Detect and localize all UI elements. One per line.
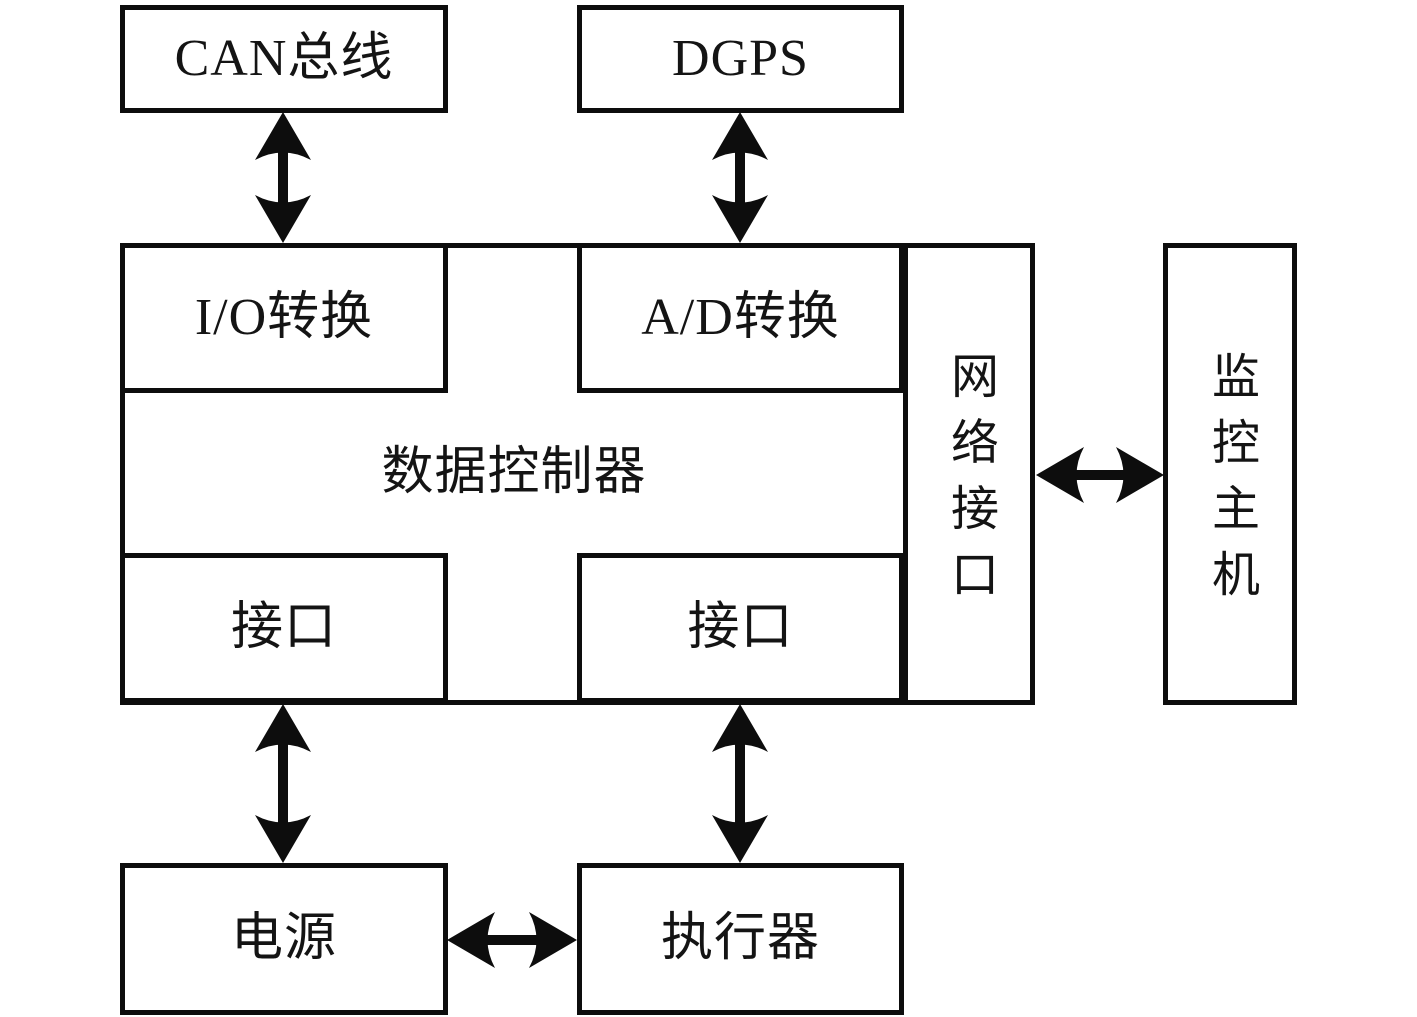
node-io-conversion-label: I/O转换	[194, 289, 374, 346]
node-dgps-label: DGPS	[672, 30, 809, 87]
node-actuator-label: 执行器	[660, 910, 820, 967]
node-power-supply-label: 电源	[230, 910, 337, 967]
node-can-bus: CAN总线	[120, 5, 448, 113]
arrow-can-bus-io-conversion	[255, 112, 311, 243]
node-data-controller-label: 数据控制器	[381, 444, 647, 501]
node-power-supply: 电源	[120, 863, 448, 1015]
node-monitor-host-label: 监控主机	[1204, 351, 1257, 615]
node-ad-conversion: A/D转换	[577, 243, 904, 393]
node-actuator: 执行器	[577, 863, 904, 1015]
arrow-interface-actuator	[712, 704, 768, 863]
node-monitor-host: 监控主机	[1163, 243, 1297, 705]
node-can-bus-label: CAN总线	[174, 30, 394, 87]
node-interface-left: 接口	[120, 553, 448, 703]
node-io-conversion: I/O转换	[120, 243, 448, 393]
arrow-interface-power	[255, 704, 311, 863]
node-data-controller: 数据控制器	[125, 398, 903, 548]
arrow-network-monitor	[1036, 447, 1164, 503]
arrow-power-actuator	[447, 912, 577, 968]
node-interface-right: 接口	[577, 553, 904, 703]
node-interface-left-label: 接口	[230, 599, 337, 656]
node-interface-right-label: 接口	[687, 599, 794, 656]
node-dgps: DGPS	[577, 5, 904, 113]
node-ad-conversion-label: A/D转换	[641, 289, 840, 346]
node-network-interface-label: 网络接口	[943, 351, 996, 615]
node-network-interface: 网络接口	[903, 243, 1035, 705]
arrow-dgps-ad-conversion	[712, 112, 768, 243]
